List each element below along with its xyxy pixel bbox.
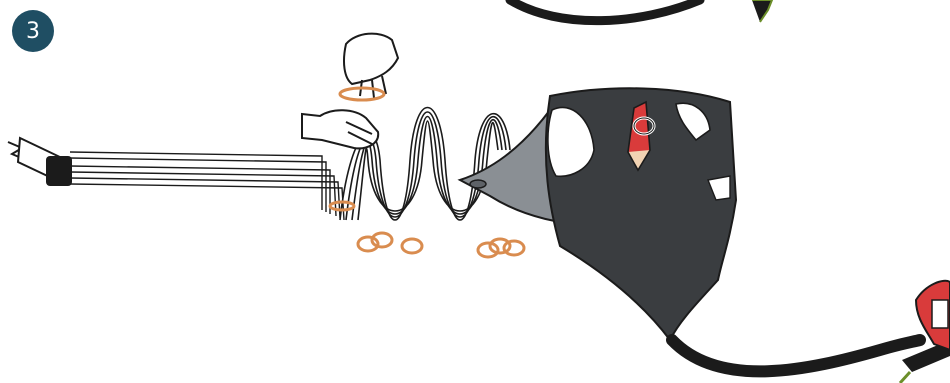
gloved-hand-icon: [340, 34, 398, 100]
top-cord-tab: [752, 0, 772, 22]
loose-rubber-bands: [358, 233, 524, 257]
bridle-cord: [672, 340, 920, 371]
pilot-chute-icon: [900, 281, 950, 383]
riser-end: [8, 138, 72, 186]
canopy-funnel-tip: [470, 180, 486, 188]
top-cord: [510, 0, 700, 21]
suspension-lines: [70, 152, 344, 220]
step-number-badge: 3: [12, 10, 54, 52]
step-number: 3: [26, 19, 40, 44]
gloved-hand-holding-lines-icon: [302, 110, 378, 148]
